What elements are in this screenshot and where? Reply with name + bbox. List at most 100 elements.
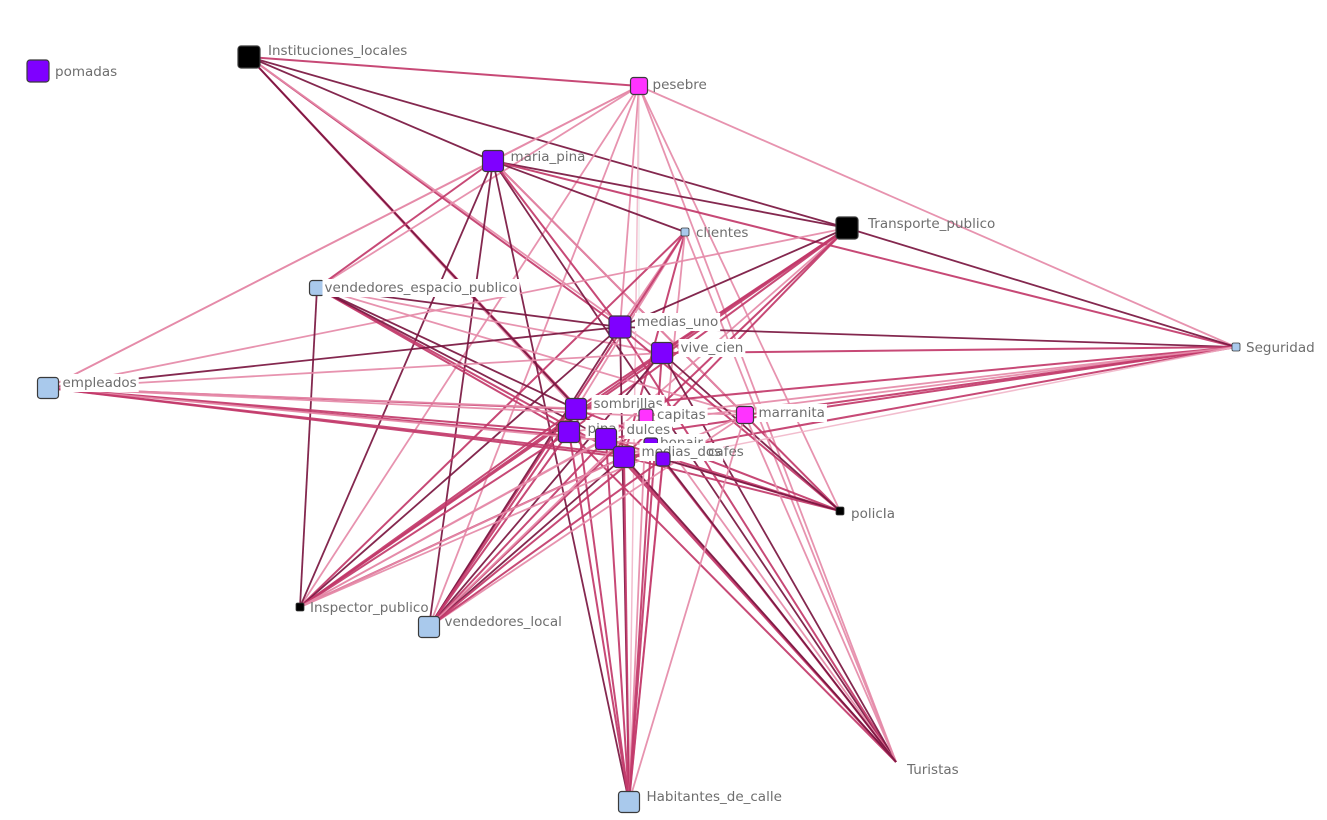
edge-layer: [47, 56, 1237, 803]
network-edge: [299, 415, 647, 608]
node-label: vendedores_espacio_publico: [325, 280, 518, 296]
node-label: cafes: [708, 444, 744, 460]
node-policia[interactable]: policIa: [835, 506, 895, 522]
network-edge: [662, 458, 897, 763]
node-marker[interactable]: [417, 615, 441, 639]
node-marker[interactable]: [26, 59, 50, 83]
network-edge: [744, 346, 1237, 416]
node-marker[interactable]: [481, 149, 505, 173]
node-marker[interactable]: [594, 427, 618, 451]
node-label: Seguridad: [1246, 340, 1315, 356]
network-edge: [428, 160, 494, 628]
node-label: vive_cien: [681, 340, 744, 356]
node-marker[interactable]: [835, 506, 845, 516]
label-background: [655, 406, 708, 424]
node-label: Instituciones_locales: [268, 43, 407, 59]
network-edge: [248, 56, 663, 354]
network-edge: [316, 287, 663, 354]
network-edge: [248, 56, 640, 87]
node-empleados[interactable]: empleados: [36, 374, 139, 400]
label-background: [635, 313, 721, 331]
node-marker[interactable]: [564, 397, 588, 421]
node-label: Inspector_publico: [310, 600, 429, 616]
node-cafes[interactable]: cafes: [655, 444, 744, 467]
network-edge: [299, 231, 686, 608]
network-edge: [623, 346, 1237, 458]
network-edge: [638, 85, 897, 763]
label-background: [678, 339, 746, 357]
node-seguridad[interactable]: Seguridad: [1231, 340, 1315, 356]
network-edge: [492, 160, 686, 233]
node-vive-cien[interactable]: vive_cien: [650, 339, 746, 365]
node-label: maria_pina: [511, 149, 586, 165]
node-marker[interactable]: [735, 405, 755, 425]
node-label: empleados: [63, 375, 137, 391]
node-maria-pina[interactable]: maria_pina: [481, 149, 586, 173]
network-edge: [623, 456, 897, 763]
node-vendedores-local[interactable]: vendedores_local: [417, 614, 562, 639]
network-edge: [645, 415, 897, 763]
node-label: sombrillas: [594, 396, 663, 412]
node-label: clientes: [696, 225, 748, 241]
node-marker[interactable]: [680, 227, 690, 237]
node-marker[interactable]: [1231, 342, 1241, 352]
network-edge: [492, 160, 746, 416]
node-marker[interactable]: [608, 315, 632, 339]
network-edge: [299, 444, 652, 608]
node-vendedores-espacio-publico[interactable]: vendedores_espacio_publico: [308, 279, 520, 297]
network-edge: [492, 160, 848, 229]
network-edge: [638, 85, 1237, 348]
node-transporte-publico[interactable]: Transporte_publico: [835, 216, 995, 240]
network-edge: [492, 160, 897, 763]
node-instituciones-locales[interactable]: Instituciones_locales: [237, 43, 407, 69]
node-marker[interactable]: [638, 408, 654, 424]
network-edge: [299, 85, 640, 608]
node-marker[interactable]: [612, 445, 636, 469]
network-edge: [47, 352, 663, 389]
node-label: capitas: [657, 407, 706, 423]
node-label: vendedores_local: [445, 614, 562, 630]
node-label: Turistas: [906, 762, 959, 778]
network-edge: [299, 160, 494, 608]
node-marker[interactable]: [629, 76, 649, 96]
node-label: marranita: [759, 405, 825, 421]
network-edge: [47, 160, 494, 389]
node-marker[interactable]: [237, 45, 261, 69]
network-edge: [628, 415, 647, 803]
node-habitantes-de-calle[interactable]: Habitantes_de_calle: [617, 789, 782, 814]
node-marker[interactable]: [36, 376, 60, 400]
node-marker[interactable]: [617, 790, 641, 814]
network-edge: [248, 56, 494, 162]
node-pomadas[interactable]: pomadas: [26, 59, 117, 83]
network-edge: [628, 444, 652, 803]
node-marker[interactable]: [650, 341, 674, 365]
label-background: [60, 374, 139, 392]
network-edge: [428, 326, 621, 628]
network-edge: [619, 326, 897, 763]
node-pesebre[interactable]: pesebre: [629, 76, 707, 96]
network-edge: [662, 458, 841, 512]
node-label: Habitantes_de_calle: [647, 789, 782, 805]
node-clientes[interactable]: clientes: [680, 225, 748, 241]
network-edge: [492, 160, 1237, 348]
node-marker[interactable]: [295, 602, 305, 612]
network-edge: [428, 444, 652, 628]
node-capitas[interactable]: capitas: [638, 406, 708, 424]
network-edge: [316, 287, 577, 410]
network-edge: [299, 408, 577, 608]
node-turistas[interactable]: Turistas: [906, 762, 959, 778]
node-medias-uno[interactable]: medias_uno: [608, 313, 721, 339]
node-marker[interactable]: [308, 279, 326, 297]
network-edge: [47, 387, 664, 460]
network-edge: [661, 346, 1237, 354]
node-medias-dos[interactable]: medias_dos: [612, 443, 724, 469]
node-marker[interactable]: [557, 420, 581, 444]
node-inspector-publico[interactable]: Inspector_publico: [295, 600, 429, 616]
label-background: [322, 279, 520, 297]
node-marker[interactable]: [835, 216, 859, 240]
node-marker[interactable]: [655, 451, 671, 467]
node-marranita[interactable]: marranita: [735, 404, 827, 425]
node-label: pomadas: [55, 64, 117, 80]
node-label: policIa: [851, 506, 895, 522]
